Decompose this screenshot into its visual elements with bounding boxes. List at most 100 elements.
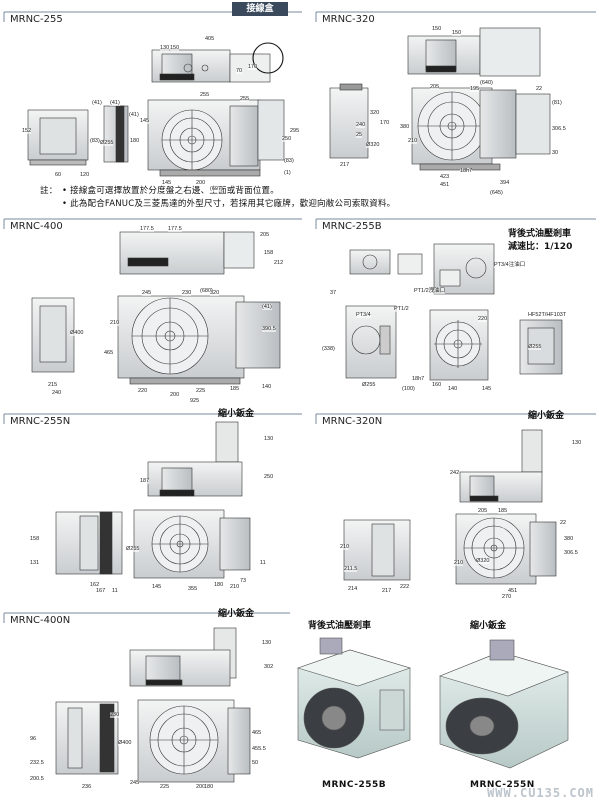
dimension-label-d320-3: 205: [430, 84, 440, 90]
dimension-label-d400-7: 158: [264, 250, 274, 256]
note-prefix: 註：: [40, 186, 58, 196]
dimension-label-d255-22: (83): [284, 158, 294, 164]
dimension-label-d400n-13: 50: [252, 760, 259, 766]
dimension-label-d400-9: 210: [110, 320, 120, 326]
dimension-label-d400n-7: 225: [160, 784, 170, 790]
section-title-mrnc-255: MRNC-255: [6, 14, 67, 25]
dimension-label-d400-17: 200: [170, 392, 180, 398]
dimension-label-d400-20: 925: [190, 398, 200, 404]
dimension-label-d255-6: (41): [129, 112, 139, 118]
dimension-label-d320-19: 18h7: [460, 168, 473, 174]
dimension-label-d320n-7: 205: [478, 508, 488, 514]
dimension-label-d400-5: 320: [210, 290, 220, 296]
callout-photo-brake: 背後式油壓剎車: [308, 621, 372, 631]
dimension-label-d255-9: (41): [92, 100, 102, 106]
dimension-label-d255n-12: 210: [230, 584, 240, 590]
dimension-label-d400n-8: 200: [196, 784, 206, 790]
dimension-label-d255-13: 250: [282, 136, 292, 142]
dimension-label-d320n-2: 210: [340, 544, 350, 550]
dimension-label-d400-15: 240: [52, 390, 62, 396]
dimension-label-d255-4: 70: [236, 68, 243, 74]
dimension-label-d320-21: 22: [536, 86, 543, 92]
dimension-label-d255b-12: Ø255: [528, 344, 542, 350]
dimension-label-d255-2: 405: [205, 36, 215, 42]
dimension-label-d400n-2: 96: [30, 736, 37, 742]
dimension-label-d255b-6: 18h7: [412, 376, 425, 382]
dimension-label-d400-1: 177.5: [168, 226, 182, 232]
dimension-label-d320n-13: 22: [560, 520, 567, 526]
dimension-label-d255b-10: 145: [482, 386, 492, 392]
callout-photo-sheetmetal: 縮小鈑金: [470, 621, 507, 631]
dimension-label-d400-6: 205: [260, 232, 270, 238]
section-rules: [3, 11, 596, 623]
dimension-label-d320n-9: 210: [454, 560, 464, 566]
dimension-label-d400n-3: 232.5: [30, 760, 44, 766]
dimension-label-d400n-0: 130: [262, 640, 272, 646]
dimension-label-d255-15: 180: [130, 138, 140, 144]
dimension-label-d255-14: 152: [22, 128, 32, 134]
photo-mrnc-255n: [439, 639, 569, 769]
section-title-mrnc-320n: MRNC-320N: [318, 416, 387, 427]
junction-box-tab: 接線盒: [232, 2, 288, 16]
dimension-label-d400n-12: 455.5: [252, 746, 266, 752]
dimension-label-d255-3: 170: [248, 64, 258, 70]
drawing-mrnc-320: [329, 27, 551, 171]
dimension-label-d255n-5: Ø255: [126, 546, 140, 552]
dimension-label-d255n-6: 162: [90, 582, 100, 588]
dimension-label-d255b-9: 140: [448, 386, 458, 392]
dimension-label-d320-18: 394: [500, 180, 510, 186]
dimension-label-d320-9: Ø320: [366, 142, 380, 148]
watermark: WWW.CU135.COM: [487, 786, 594, 800]
dimension-label-d255b-0: (338): [322, 346, 335, 352]
callout-brake-255b: 背後式油壓剎車: [508, 229, 572, 239]
dimension-label-d320n-15: 451: [508, 588, 518, 594]
callout-ratio-255b: 減速比：1/120: [508, 242, 573, 252]
dimension-label-d400n-1: 302: [264, 664, 274, 670]
drawing-mrnc-400: [31, 231, 281, 385]
dimension-label-d320-1: 150: [452, 30, 462, 36]
dimension-label-d255b-3: PT1/2: [394, 306, 409, 312]
dimension-label-d320-20: (645): [490, 190, 503, 196]
dimension-label-d320n-11: 380: [564, 536, 574, 542]
callout-sheetmetal-255n: 縮小鈑金: [218, 409, 255, 419]
dimension-label-d320n-14: 270: [502, 594, 512, 600]
dimension-label-d320-16: 423: [440, 174, 450, 180]
dimension-label-d255b-14: PT1/2洩油口: [414, 288, 446, 294]
dimension-label-d320-2: (640): [480, 80, 493, 86]
dimension-label-d320-5: 240: [356, 122, 366, 128]
dimension-label-d255-16: 60: [55, 172, 62, 178]
dimension-label-d400-13: (41): [262, 304, 272, 310]
dimension-label-d255b-11: HF52T/HF103T: [528, 312, 567, 318]
dimension-label-d320-13: (81): [552, 100, 562, 106]
dimension-label-d400n-14: 180: [204, 784, 214, 790]
dimension-label-d320-10: 380: [400, 124, 410, 130]
dimension-label-d320n-8: 185: [498, 508, 508, 514]
dimension-label-d400-3: 245: [142, 290, 152, 296]
dimension-label-d320-4: 195: [470, 86, 480, 92]
dimension-label-d400n-9: 230: [110, 712, 120, 718]
dimension-label-d320-8: 25: [356, 132, 363, 138]
section-title-mrnc-255b: MRNC-255B: [318, 221, 386, 232]
dimension-label-d320n-0: 130: [572, 440, 582, 446]
dimension-label-d320-17: 451: [440, 182, 450, 188]
dimension-label-d400n-11: 465: [252, 730, 262, 736]
dimension-label-d255b-2: PT3/4: [356, 312, 371, 318]
dimension-label-d255-20: 200: [196, 180, 206, 186]
dimension-label-d320-6: 320: [370, 110, 380, 116]
dimension-label-d255n-3: 158: [30, 536, 40, 542]
dimension-label-d255b-4: Ø255: [362, 382, 376, 388]
dimension-label-d255b-1: 37: [330, 290, 337, 296]
dimension-label-d320n-5: 217: [382, 588, 392, 594]
note-line-2: • 此為配合FANUC及三菱馬達的外型尺寸，若採用其它廠牌，歡迎向敝公司索取資料…: [62, 199, 396, 209]
dimension-label-d320-12: 306.5: [552, 126, 566, 132]
note-line-1: • 接線盒可選擇放置於分度盤之右邊、上面或背面位置。: [62, 186, 279, 196]
dimension-label-d255-17: 120: [80, 172, 90, 178]
photo-label-right: MRNC-255N: [470, 780, 535, 790]
dimension-label-d255-10: 255: [200, 92, 210, 98]
dimension-label-d255n-4: 131: [30, 560, 40, 566]
drawing-mrnc-255: [27, 42, 285, 177]
dimension-label-d400-16: 220: [138, 388, 148, 394]
dimension-label-d255n-14: 11: [260, 560, 266, 566]
